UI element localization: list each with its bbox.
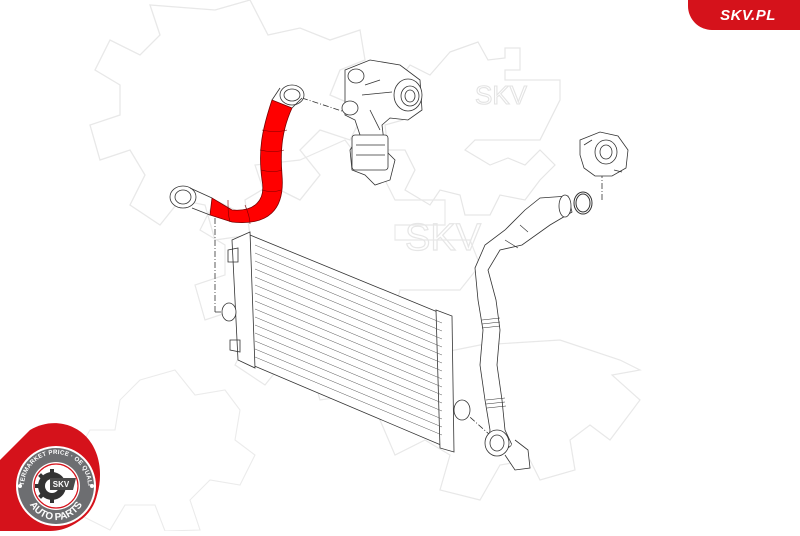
skv-auto-parts-badge: AFTERMARKET PRICE · OE QUALITY AUTO PART… [0,415,110,531]
watermark-skv-text-upper: SKV [475,80,528,110]
charge-air-hose-highlighted[interactable] [169,84,305,225]
badge-skv-text: SKV [53,480,70,489]
watermark-gear-upper-right: SKV [384,41,561,216]
watermark-gear-large [89,0,366,241]
throttle-body[interactable] [579,131,629,177]
watermark-skv-text-center: SKV [405,217,482,259]
brand-tab-skv-pl[interactable]: SKV.PL [688,0,800,30]
intake-pipe[interactable] [474,194,573,471]
turbocharger[interactable] [341,59,423,186]
intercooler[interactable] [221,231,471,453]
o-ring-seal[interactable] [573,191,593,215]
